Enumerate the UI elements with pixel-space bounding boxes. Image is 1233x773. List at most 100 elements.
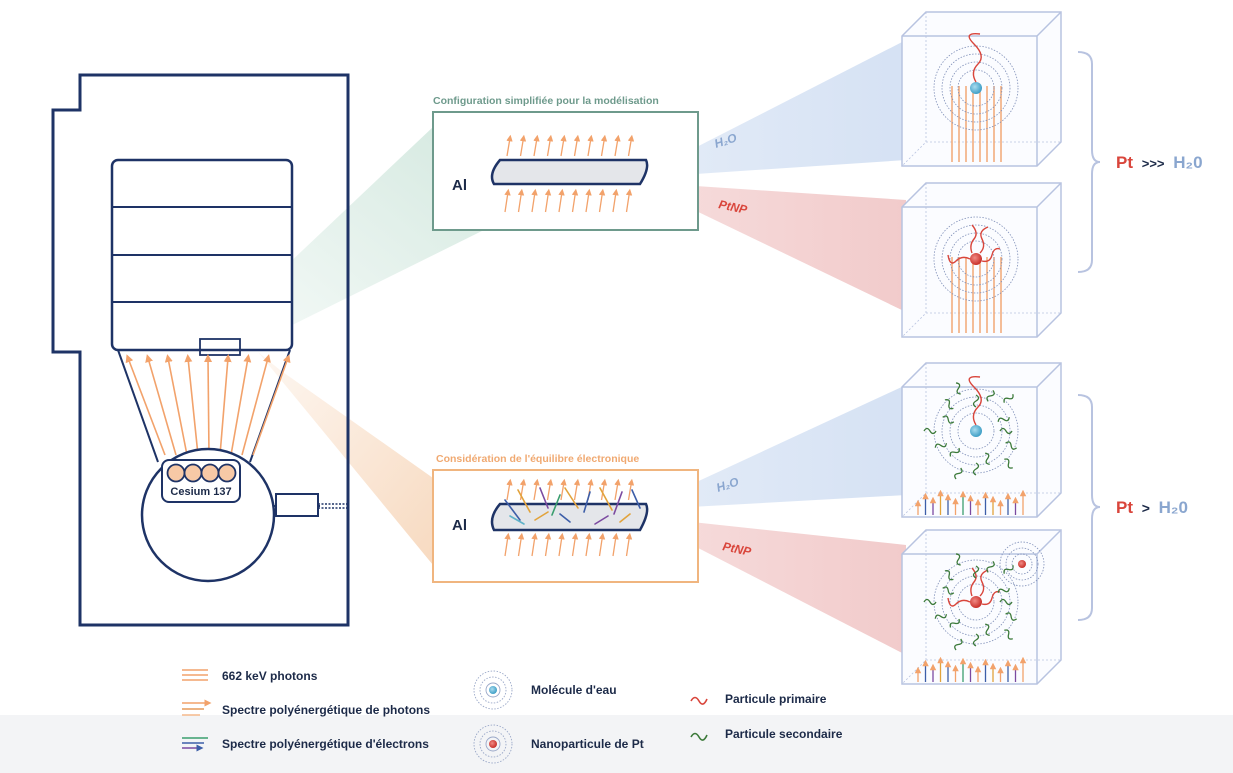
photon-arrow: [587, 134, 594, 157]
result-bottom-water: H₂0: [1159, 498, 1188, 517]
bottom-beam-pt-label: PtNP: [721, 539, 753, 559]
beam-to-bottom-panel: [258, 352, 433, 565]
secondary-particle-track: [1004, 629, 1013, 640]
secondary-particle-track: [942, 415, 955, 424]
photon-arrow: [517, 188, 525, 213]
secondary-particle-track: [999, 598, 1013, 606]
primary-particle-track: [968, 376, 982, 426]
secondary-particle-track: [999, 427, 1013, 435]
photon-arrow: [612, 532, 619, 557]
secondary-electron-tracks: [504, 487, 641, 525]
photon-arrow: [517, 532, 525, 557]
cube-water-simplified: [901, 11, 1062, 167]
top-beam-water-label: H₂O: [713, 130, 739, 150]
primary-particle-track: [981, 590, 1001, 606]
top-material-label: Al: [452, 177, 467, 194]
water-molecule: [970, 82, 982, 94]
secondary-particle-track: [985, 623, 990, 636]
legend-photon-spectrum-icon: [182, 699, 212, 716]
secondary-particle-track: [944, 569, 954, 581]
photon-arrow: [598, 188, 606, 213]
irradiator-housing: [51, 73, 350, 627]
secondary-particle-track: [934, 443, 948, 448]
photon-arrow: [519, 134, 527, 157]
primary-particle-track: [947, 254, 971, 264]
photon-arrow: [504, 188, 511, 213]
legend-water-molecule-icon: [473, 670, 513, 710]
photon-arrow: [625, 532, 633, 557]
result-bracket-top: [1077, 51, 1101, 273]
photon-arrow: [598, 532, 606, 557]
photon-arrow: [585, 188, 592, 213]
bottom-panel: Considération de l'équilibre électroniqu…: [432, 453, 753, 583]
bottom-photon-arrows: [504, 478, 635, 557]
pt-nanoparticle: [970, 253, 982, 265]
legend-electron-spectrum-icon: [182, 737, 208, 752]
cube-water-equilibrium: [901, 362, 1062, 518]
legend-secondary-particle: Particule secondaire: [725, 727, 843, 741]
photon-arrow: [614, 478, 621, 501]
photon-arrow: [533, 478, 540, 501]
gamma-ray: [219, 354, 232, 456]
photon-arrow: [506, 478, 513, 501]
irradiator: Cesium 137: [51, 73, 350, 627]
water-molecule: [970, 425, 982, 437]
secondary-particle-track: [934, 614, 948, 619]
gamma-rays: [125, 354, 291, 456]
beam-top-water: [636, 40, 906, 178]
cube-pt-equilibrium: [901, 529, 1062, 685]
secondary-particle-track: [972, 462, 980, 476]
photon-arrow: [558, 532, 565, 557]
photon-arrow: [546, 478, 554, 501]
pt-nanoparticle: [1018, 560, 1026, 568]
photon-arrow: [614, 134, 621, 157]
legend-photons-662-icon: [182, 669, 208, 681]
photon-arrow: [585, 532, 592, 557]
gamma-ray: [204, 354, 213, 456]
bottom-aluminum-plate: [490, 502, 649, 532]
top-panel-title: Configuration simplifiée pour la modélis…: [433, 95, 659, 107]
photon-arrow: [544, 532, 552, 557]
bottom-beam-water-label: H₂O: [715, 474, 741, 494]
primary-particle-track: [970, 224, 977, 254]
result-top-operator: >>>: [1142, 156, 1165, 171]
top-panel: Configuration simplifiée pour la modélis…: [432, 95, 749, 231]
secondary-particle-track: [972, 394, 980, 408]
secondary-particle-track: [972, 633, 980, 647]
detector-box: [275, 493, 319, 517]
gamma-ray: [252, 354, 291, 456]
photon-arrow: [531, 188, 538, 213]
result-bracket-bottom: [1077, 394, 1101, 621]
secondary-particle-track: [972, 565, 980, 579]
secondary-particle-track: [949, 447, 960, 457]
top-beam-pt-label: PtNP: [717, 197, 749, 217]
secondary-particle-track: [985, 452, 990, 465]
secondary-particle-track: [955, 382, 961, 395]
primary-particle-track: [968, 33, 982, 83]
sample-zoom-box: [199, 338, 241, 356]
beam-top-pt: [636, 182, 906, 312]
cube-pt-simplified: [901, 182, 1062, 338]
photon-arrow: [627, 134, 635, 157]
photon-arrow: [571, 188, 579, 213]
photon-arrow: [600, 478, 608, 501]
legend-water-molecule: Molécule d'eau: [531, 683, 617, 697]
gamma-ray: [164, 354, 188, 456]
photon-arrow: [627, 478, 635, 501]
secondary-particle-track: [1003, 394, 1014, 403]
photon-arrow: [560, 478, 567, 501]
secondary-particle-track: [949, 618, 960, 628]
primary-particle-track: [947, 597, 971, 607]
photon-arrow: [533, 134, 540, 157]
photon-arrow: [571, 532, 579, 557]
gamma-ray: [125, 354, 166, 456]
result-bottom: Pt > H₂0: [1116, 498, 1188, 517]
legend-background: [0, 715, 1233, 773]
photon-arrow: [504, 532, 511, 557]
photon-arrow: [558, 188, 565, 213]
gamma-ray: [184, 354, 199, 456]
legend-pt-nanoparticle: Nanoparticule de Pt: [531, 737, 644, 751]
photon-arrow: [560, 134, 567, 157]
legend-photon-spectrum: Spectre polyénergétique de photons: [222, 703, 430, 717]
